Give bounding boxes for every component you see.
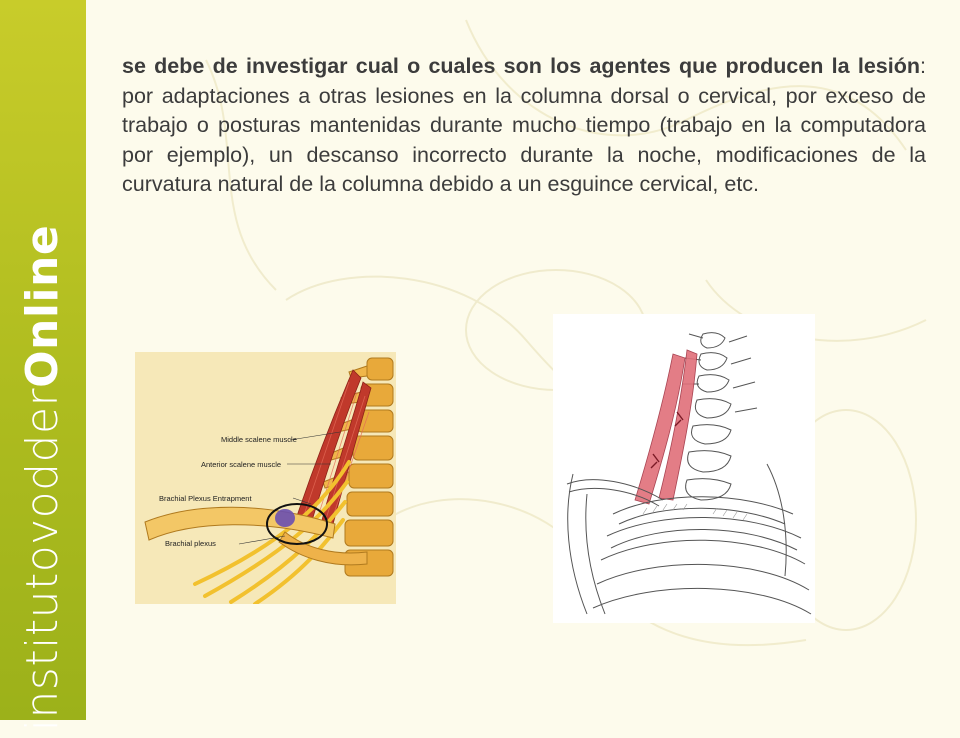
scalene-sketch-drawing: [553, 314, 815, 623]
scalene-sketch-illustration: [553, 314, 815, 623]
label-middle-scalene: Middle scalene muscle: [221, 435, 297, 444]
brand-bold-text: Online: [17, 224, 68, 388]
sidebar-brand-strip: institutovodderOnline: [0, 0, 86, 731]
label-anterior-scalene: Anterior scalene muscle: [201, 460, 282, 469]
body-rest: : por adaptaciones a otras lesiones en l…: [122, 54, 926, 196]
label-brachial-plexus-entrapment: Brachial Plexus Entrapment: [159, 494, 252, 503]
scalene-anatomy-illustration: Middle scalene muscle Anterior scalene m…: [135, 352, 396, 604]
brand-logo: institutovodderOnline: [17, 218, 68, 738]
brand-light-text: institutovodder: [17, 387, 68, 732]
body-paragraph: se debe de investigar cual o cuales son …: [122, 52, 926, 200]
scalene-anatomy-drawing: [135, 352, 396, 604]
body-bold-lead: se debe de investigar cual o cuales son …: [122, 54, 921, 78]
label-brachial-plexus: Brachial plexus: [165, 539, 216, 548]
